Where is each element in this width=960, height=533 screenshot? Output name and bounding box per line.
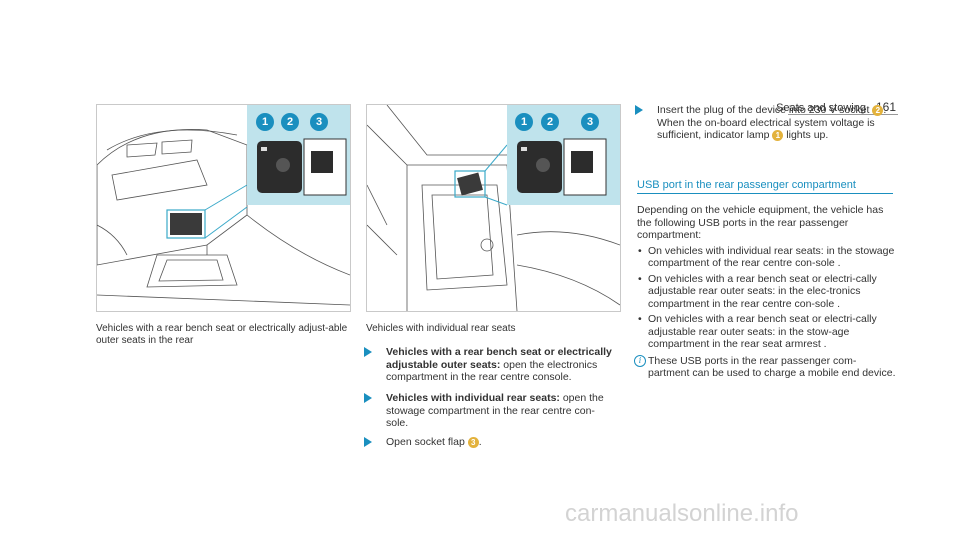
info-icon: i [634,354,646,367]
step-4-text-post: . [883,104,887,116]
step-2: Vehicles with individual rear seats: ope… [364,392,616,430]
caption-figure-2: Vehicles with individual rear seats [366,323,516,334]
step-arrow-icon [364,393,372,403]
callout-2: 2 [872,105,884,116]
step-arrow-icon [635,105,643,115]
callout-3: 3 [310,113,328,131]
step-1-text: open the electronics compartment in the … [386,358,598,384]
caption-figure-1: Vehicles with a rear bench seat or elect… [96,323,348,346]
list-item: On vehicles with individual rear seats: … [637,245,897,270]
callout-1: 1 [515,113,533,131]
step-1-condition: Vehicles with a rear bench seat or elect… [386,346,612,371]
step-1: Vehicles with a rear bench seat or elect… [364,346,616,384]
callout-1: 1 [772,130,784,141]
callout-3: 3 [467,437,479,448]
step-4-line2-pre: When the on-board electrical system volt… [657,116,875,142]
step-4: Insert the plug of the device into 230 V… [635,104,897,142]
step-arrow-icon [364,347,372,357]
step-4-text-pre: Insert the plug of the device into 230 V… [657,104,873,116]
usb-port-list: On vehicles with individual rear seats: … [637,245,897,351]
info-note: i These USB ports in the rear passenger … [634,354,897,380]
list-item: On vehicles with a rear bench seat or el… [637,313,897,351]
callout-3: 3 [581,113,599,131]
watermark: carmanualsonline.info [565,500,799,527]
figure-rear-bench-console: 1 2 3 [96,104,351,312]
step-arrow-icon [364,437,372,447]
figure-individual-seats-console: 1 2 3 [366,104,621,312]
callout-2: 2 [541,113,559,131]
step-4-line2-post: lights up. [783,129,829,141]
page-header: Seats and stowing 161 [776,100,896,114]
list-item: On vehicles with a rear bench seat or el… [637,273,897,311]
section-title: USB port in the rear passenger compartme… [637,179,893,194]
info-note-text: These USB ports in the rear passenger co… [648,354,896,380]
section-intro: Depending on the vehicle equipment, the … [637,204,884,241]
callout-1: 1 [256,113,274,131]
header-title: Seats and stowing [776,102,866,114]
header-rule [788,114,898,115]
section-body: Depending on the vehicle equipment, the … [634,204,897,380]
step-3-text-post: . [478,436,482,448]
step-3: Open socket flap 3. [364,436,616,449]
step-3-text-pre: Open socket flap [386,436,468,448]
step-2-text: open the stowage compartment in the rear… [386,392,604,429]
callout-2: 2 [281,113,299,131]
step-2-condition: Vehicles with individual rear seats: [386,392,560,404]
